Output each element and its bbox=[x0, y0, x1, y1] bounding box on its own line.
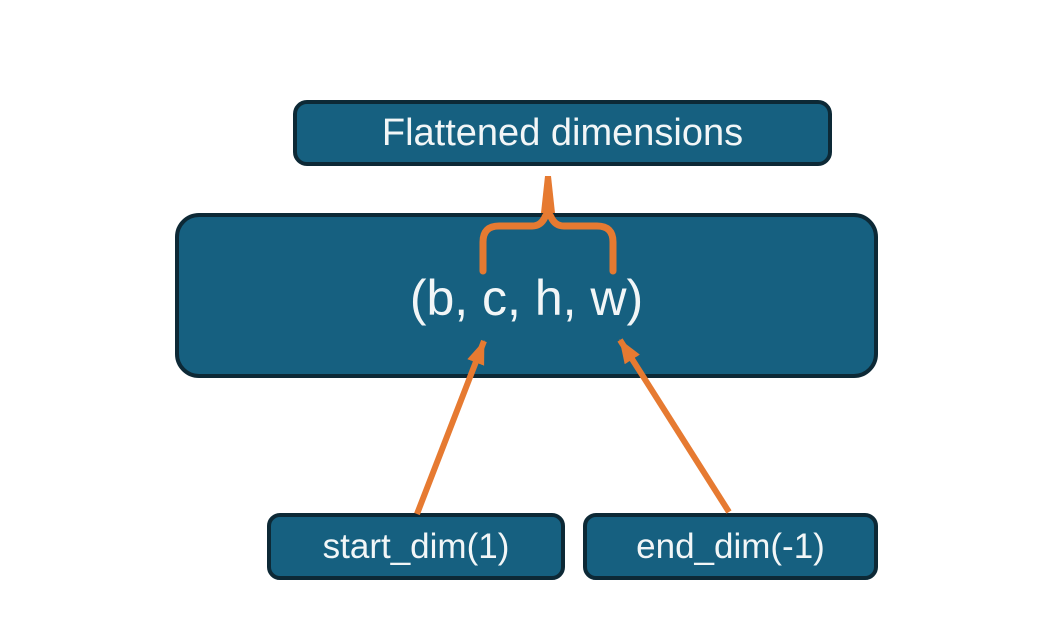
end-dim-box: end_dim(-1) bbox=[583, 513, 878, 580]
flattened-dimensions-box: Flattened dimensions bbox=[293, 100, 832, 166]
flattened-dimensions-label: Flattened dimensions bbox=[381, 112, 744, 154]
end-dim-label: end_dim(-1) bbox=[636, 527, 825, 566]
start-dim-box: start_dim(1) bbox=[267, 513, 565, 580]
start-dim-label: start_dim(1) bbox=[322, 527, 510, 566]
brace-stem-connector bbox=[541, 176, 555, 213]
tensor-shape-box: (b, c, h, w) bbox=[175, 213, 878, 378]
tensor-shape-label: (b, c, h, w) bbox=[409, 269, 644, 326]
